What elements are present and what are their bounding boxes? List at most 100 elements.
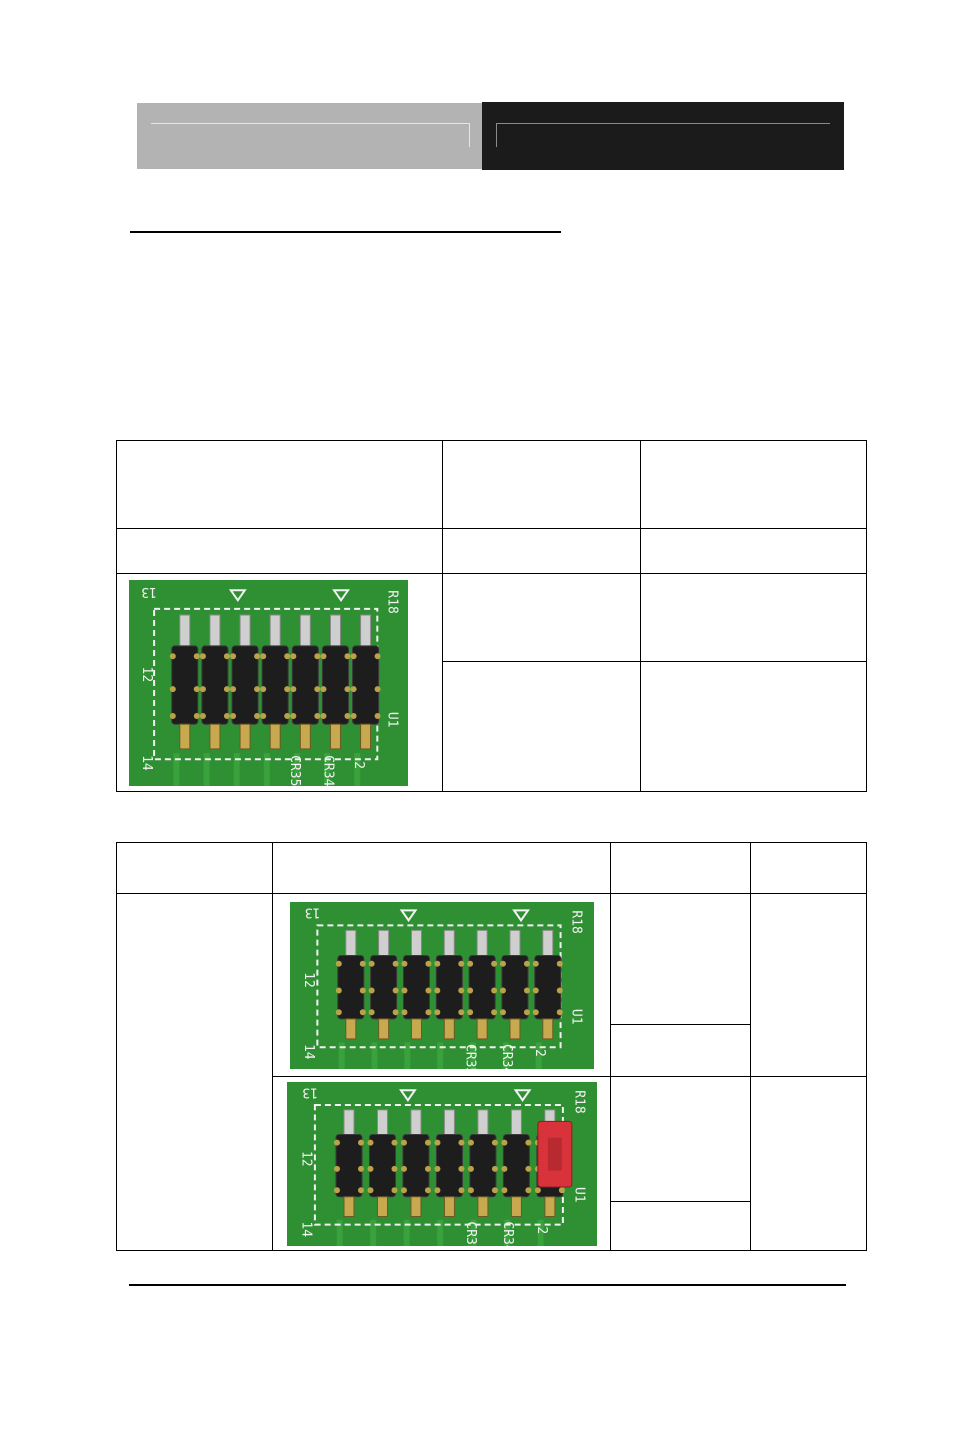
solder-dot	[458, 960, 465, 967]
silkscreen-pin2: 2	[534, 1226, 549, 1234]
solder-dot	[358, 1139, 364, 1146]
solder-dot	[556, 987, 563, 994]
silkscreen-r18: R18	[384, 590, 399, 613]
pin-bottom	[299, 723, 311, 749]
jumper-cap-slot	[547, 1137, 562, 1171]
solder-dot	[193, 712, 200, 719]
pin-bottom	[343, 1195, 355, 1217]
solder-dot	[525, 1139, 532, 1146]
table-cell	[442, 528, 641, 574]
trace	[233, 752, 240, 786]
solder-dot	[367, 1139, 374, 1146]
pin-bottom	[510, 1195, 522, 1217]
trace	[470, 1041, 477, 1069]
solder-dot	[334, 1165, 340, 1172]
trace	[502, 1041, 509, 1069]
solder-dot	[499, 960, 506, 967]
solder-dot	[223, 652, 230, 659]
solder-dot	[434, 960, 441, 967]
solder-dot	[374, 712, 381, 719]
pin-housing	[201, 644, 229, 725]
solder-dot	[334, 1139, 340, 1146]
solder-dot	[374, 685, 381, 692]
silkscreen-pin13: 13	[141, 584, 157, 599]
trace	[336, 1219, 343, 1246]
silkscreen-cr34: CR34	[499, 1043, 514, 1068]
trace	[354, 752, 361, 786]
pin-top	[329, 614, 341, 648]
pin-housing	[469, 1133, 497, 1197]
trace	[263, 752, 270, 786]
pin-housing	[335, 1133, 363, 1197]
solder-dot	[499, 1008, 506, 1015]
solder-dot	[424, 1165, 431, 1172]
table-cell	[272, 842, 611, 894]
pin-housing	[402, 954, 430, 1019]
pin-housing	[501, 954, 529, 1019]
silkscreen-u1: U1	[571, 1186, 586, 1202]
solder-dot	[260, 652, 267, 659]
silkscreen-pin14: 14	[139, 755, 154, 771]
solder-dot	[320, 685, 327, 692]
pin-top	[378, 929, 390, 958]
trace	[324, 752, 331, 786]
solder-dot	[499, 987, 506, 994]
pin-top	[477, 1108, 489, 1137]
solder-dot	[284, 712, 291, 719]
solder-dot	[401, 987, 408, 994]
silkscreen-pin2: 2	[351, 761, 366, 769]
trace	[437, 1219, 444, 1246]
silkscreen-u1: U1	[569, 1008, 584, 1024]
solder-dot	[523, 1008, 530, 1015]
table-cell	[116, 440, 443, 529]
solder-dot	[320, 652, 327, 659]
solder-dot	[193, 685, 200, 692]
pin-bottom	[477, 1195, 489, 1217]
solder-dot	[467, 1165, 474, 1172]
solder-dot	[425, 987, 432, 994]
pin-housing	[352, 644, 380, 725]
solder-dot	[350, 685, 357, 692]
solder-dot	[458, 1008, 465, 1015]
solder-dot	[359, 987, 366, 994]
solder-dot	[467, 960, 474, 967]
pin-top	[209, 614, 221, 648]
pin-housing	[321, 644, 349, 725]
solder-dot	[254, 685, 261, 692]
solder-dot	[532, 1008, 539, 1015]
silkscreen-pin12: 12	[301, 972, 316, 988]
solder-dot	[358, 1165, 364, 1172]
trace	[203, 752, 210, 786]
solder-dot	[467, 1139, 474, 1146]
pin-top	[299, 614, 311, 648]
table-cell	[610, 1201, 751, 1251]
pin1-marker-icon	[228, 588, 247, 602]
trace	[470, 1219, 477, 1246]
table-cell	[442, 661, 641, 792]
silkscreen-pin12: 12	[139, 666, 154, 682]
solder-dot	[467, 987, 474, 994]
trace	[338, 1041, 345, 1069]
table-row	[116, 842, 867, 894]
table-cell	[442, 440, 641, 529]
solder-dot	[368, 1008, 375, 1015]
pin-bottom	[269, 723, 281, 749]
header-right-rule	[496, 123, 830, 124]
solder-dot	[458, 1139, 465, 1146]
trace	[437, 1041, 444, 1069]
pin-top	[269, 614, 281, 648]
solder-dot	[491, 1139, 498, 1146]
solder-dot	[434, 1139, 441, 1146]
solder-dot	[401, 1008, 408, 1015]
silkscreen-r18: R18	[571, 1090, 586, 1113]
solder-dot	[501, 1186, 508, 1193]
solder-dot	[391, 1165, 398, 1172]
solder-dot	[284, 652, 291, 659]
solder-dot	[424, 1186, 431, 1193]
pin-top	[376, 1108, 388, 1137]
table-cell	[640, 528, 867, 574]
